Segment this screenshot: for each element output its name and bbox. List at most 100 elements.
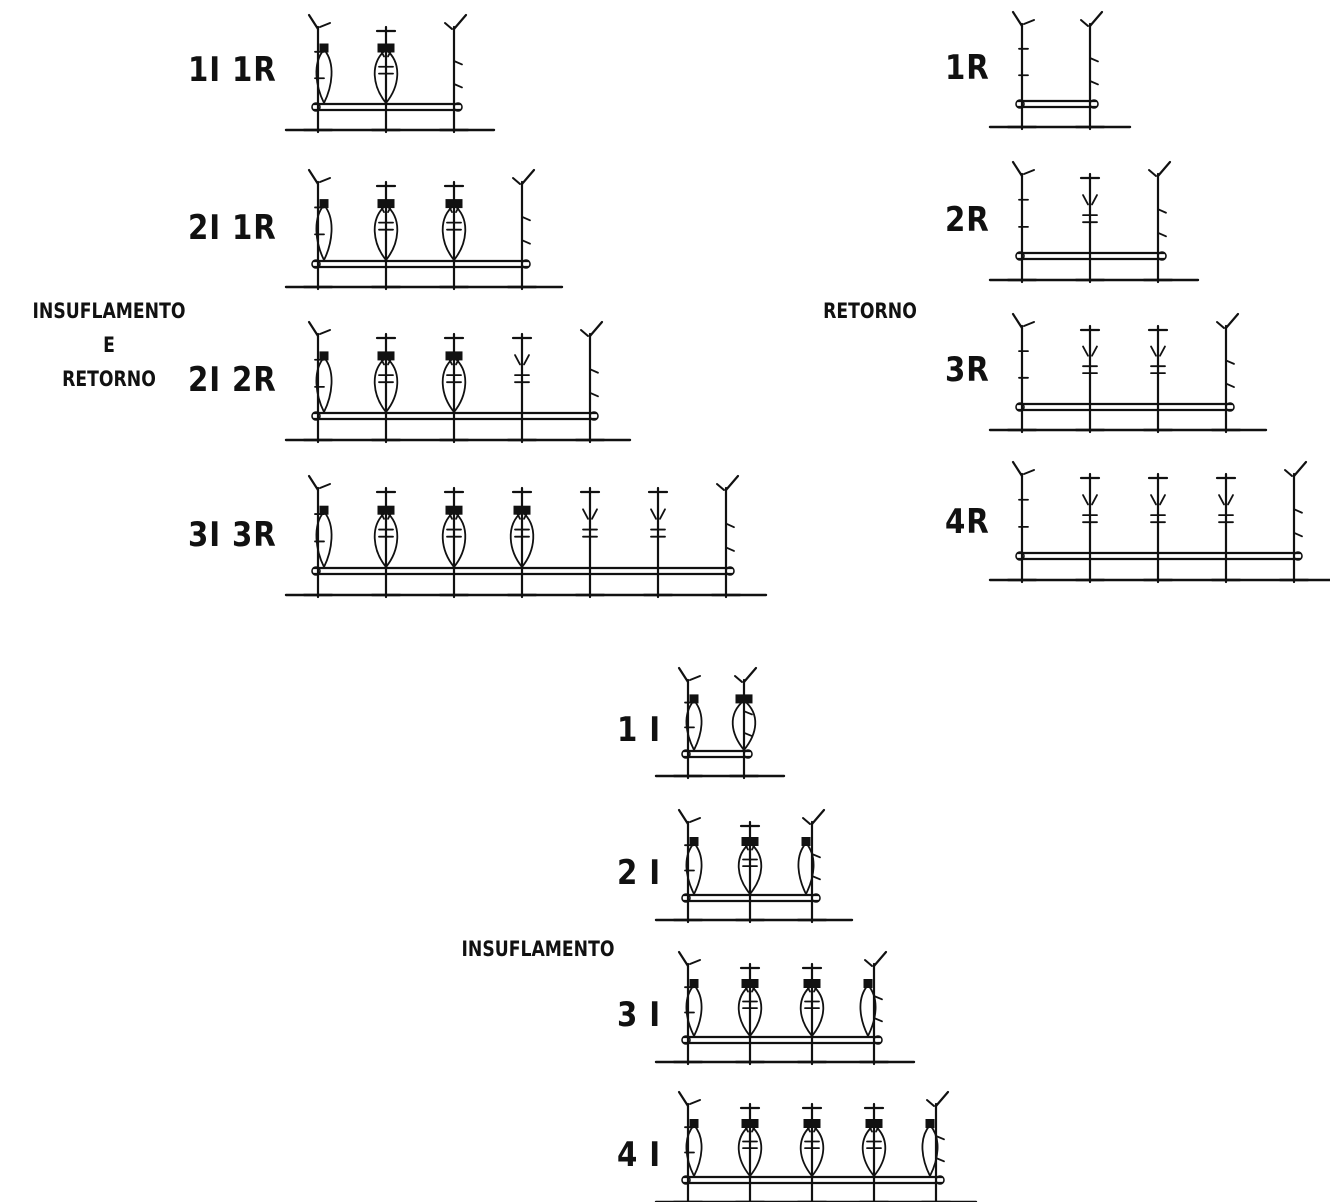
stroke <box>864 959 873 967</box>
stroke <box>1292 460 1308 478</box>
stroke <box>1150 494 1157 506</box>
config-label-2i-1r: 2I 1R <box>188 208 277 248</box>
rail-end-cap <box>681 1035 691 1045</box>
pocket-damper <box>319 505 329 515</box>
supply-pocket <box>315 203 333 263</box>
stroke <box>307 13 320 31</box>
stroke <box>734 675 743 683</box>
supply-pocket <box>799 983 825 1038</box>
diffuser-section-2r <box>988 160 1200 284</box>
stroke <box>724 474 740 492</box>
config-label-3i-3r: 3I 3R <box>188 515 277 555</box>
group-line: INSUFLAMENTO <box>32 299 186 323</box>
stroke <box>872 950 888 968</box>
stroke <box>811 853 821 859</box>
stroke <box>1225 359 1235 365</box>
stroke <box>716 483 725 491</box>
pocket-damper <box>803 979 821 988</box>
stroke <box>589 368 599 374</box>
stroke <box>677 808 690 826</box>
stroke <box>1011 312 1024 330</box>
pocket-damper <box>689 979 699 988</box>
stroke <box>1157 231 1167 238</box>
stroke <box>1082 194 1089 206</box>
diffuser-section-3-i <box>654 950 916 1066</box>
stroke <box>689 1099 701 1105</box>
pocket-damper <box>319 351 329 361</box>
config-label-4r: 4R <box>945 502 990 542</box>
pocket-damper <box>863 979 873 988</box>
config-label-1i: 1 I <box>617 710 661 750</box>
supply-pocket <box>737 1123 763 1178</box>
stroke <box>873 995 883 1001</box>
diffuser-section-3r <box>988 312 1268 434</box>
pocket-damper <box>801 837 811 846</box>
group-label-insuflamento-e-retorno: INSUFLAMENTO E RETORNO <box>23 294 195 396</box>
stroke <box>1023 321 1035 327</box>
stroke <box>521 239 531 245</box>
stroke <box>725 546 735 552</box>
stroke <box>452 13 468 31</box>
stroke <box>873 1017 883 1023</box>
stroke <box>689 817 701 823</box>
diffuser-section-4r <box>988 460 1330 584</box>
stroke <box>1088 10 1104 28</box>
group-line: RETORNO <box>62 367 156 391</box>
stroke <box>1089 80 1099 86</box>
pocket-damper <box>445 351 463 361</box>
stroke <box>677 950 690 968</box>
stroke <box>802 817 811 825</box>
pocket-damper <box>377 351 395 361</box>
stroke <box>1293 531 1303 538</box>
stroke <box>319 22 331 28</box>
supply-pocket <box>861 1123 887 1178</box>
stroke <box>521 215 531 222</box>
pocket-damper <box>925 1119 935 1128</box>
supply-pocket <box>373 356 399 414</box>
stroke <box>444 22 453 30</box>
stroke <box>307 168 320 186</box>
stroke <box>453 60 463 66</box>
rail-end-cap <box>1015 99 1025 109</box>
stroke <box>1011 10 1024 28</box>
stroke <box>1082 494 1089 506</box>
stroke <box>514 354 521 366</box>
group-label-retorno: RETORNO <box>813 294 928 328</box>
config-label-3r: 3R <box>945 350 990 390</box>
stroke <box>1011 160 1024 178</box>
config-label-2i: 2 I <box>617 853 661 893</box>
stroke <box>1011 460 1024 478</box>
stroke <box>677 1090 690 1108</box>
config-label-1i-1r: 1I 1R <box>188 50 277 90</box>
stroke <box>523 354 530 366</box>
diffuser-section-1i-1r <box>284 13 496 134</box>
rail-end-cap <box>311 411 321 421</box>
supply-pocket <box>315 356 333 415</box>
stroke <box>650 508 657 520</box>
stroke <box>582 508 589 520</box>
stroke <box>1218 494 1225 506</box>
stroke <box>1089 57 1099 63</box>
supply-pocket <box>509 510 535 569</box>
pocket-damper <box>689 694 699 704</box>
stroke <box>1148 169 1157 177</box>
stroke <box>1091 494 1098 506</box>
stroke <box>934 1090 950 1108</box>
stroke <box>1216 321 1225 329</box>
supply-pocket <box>315 510 333 570</box>
supply-pocket <box>797 841 815 897</box>
diffuser-section-2-i <box>654 808 854 924</box>
pocket-damper <box>445 505 463 515</box>
supply-pocket <box>441 356 467 414</box>
stroke <box>1159 345 1166 357</box>
stroke <box>520 168 536 186</box>
rail-end-cap <box>681 749 691 759</box>
config-label-2r: 2R <box>945 200 990 240</box>
group-line: E <box>103 333 115 357</box>
stroke <box>1156 160 1172 178</box>
stroke <box>1023 469 1035 475</box>
config-label-4i: 4 I <box>617 1135 661 1175</box>
stroke <box>689 959 701 965</box>
diffuser-section-1r <box>988 10 1132 131</box>
